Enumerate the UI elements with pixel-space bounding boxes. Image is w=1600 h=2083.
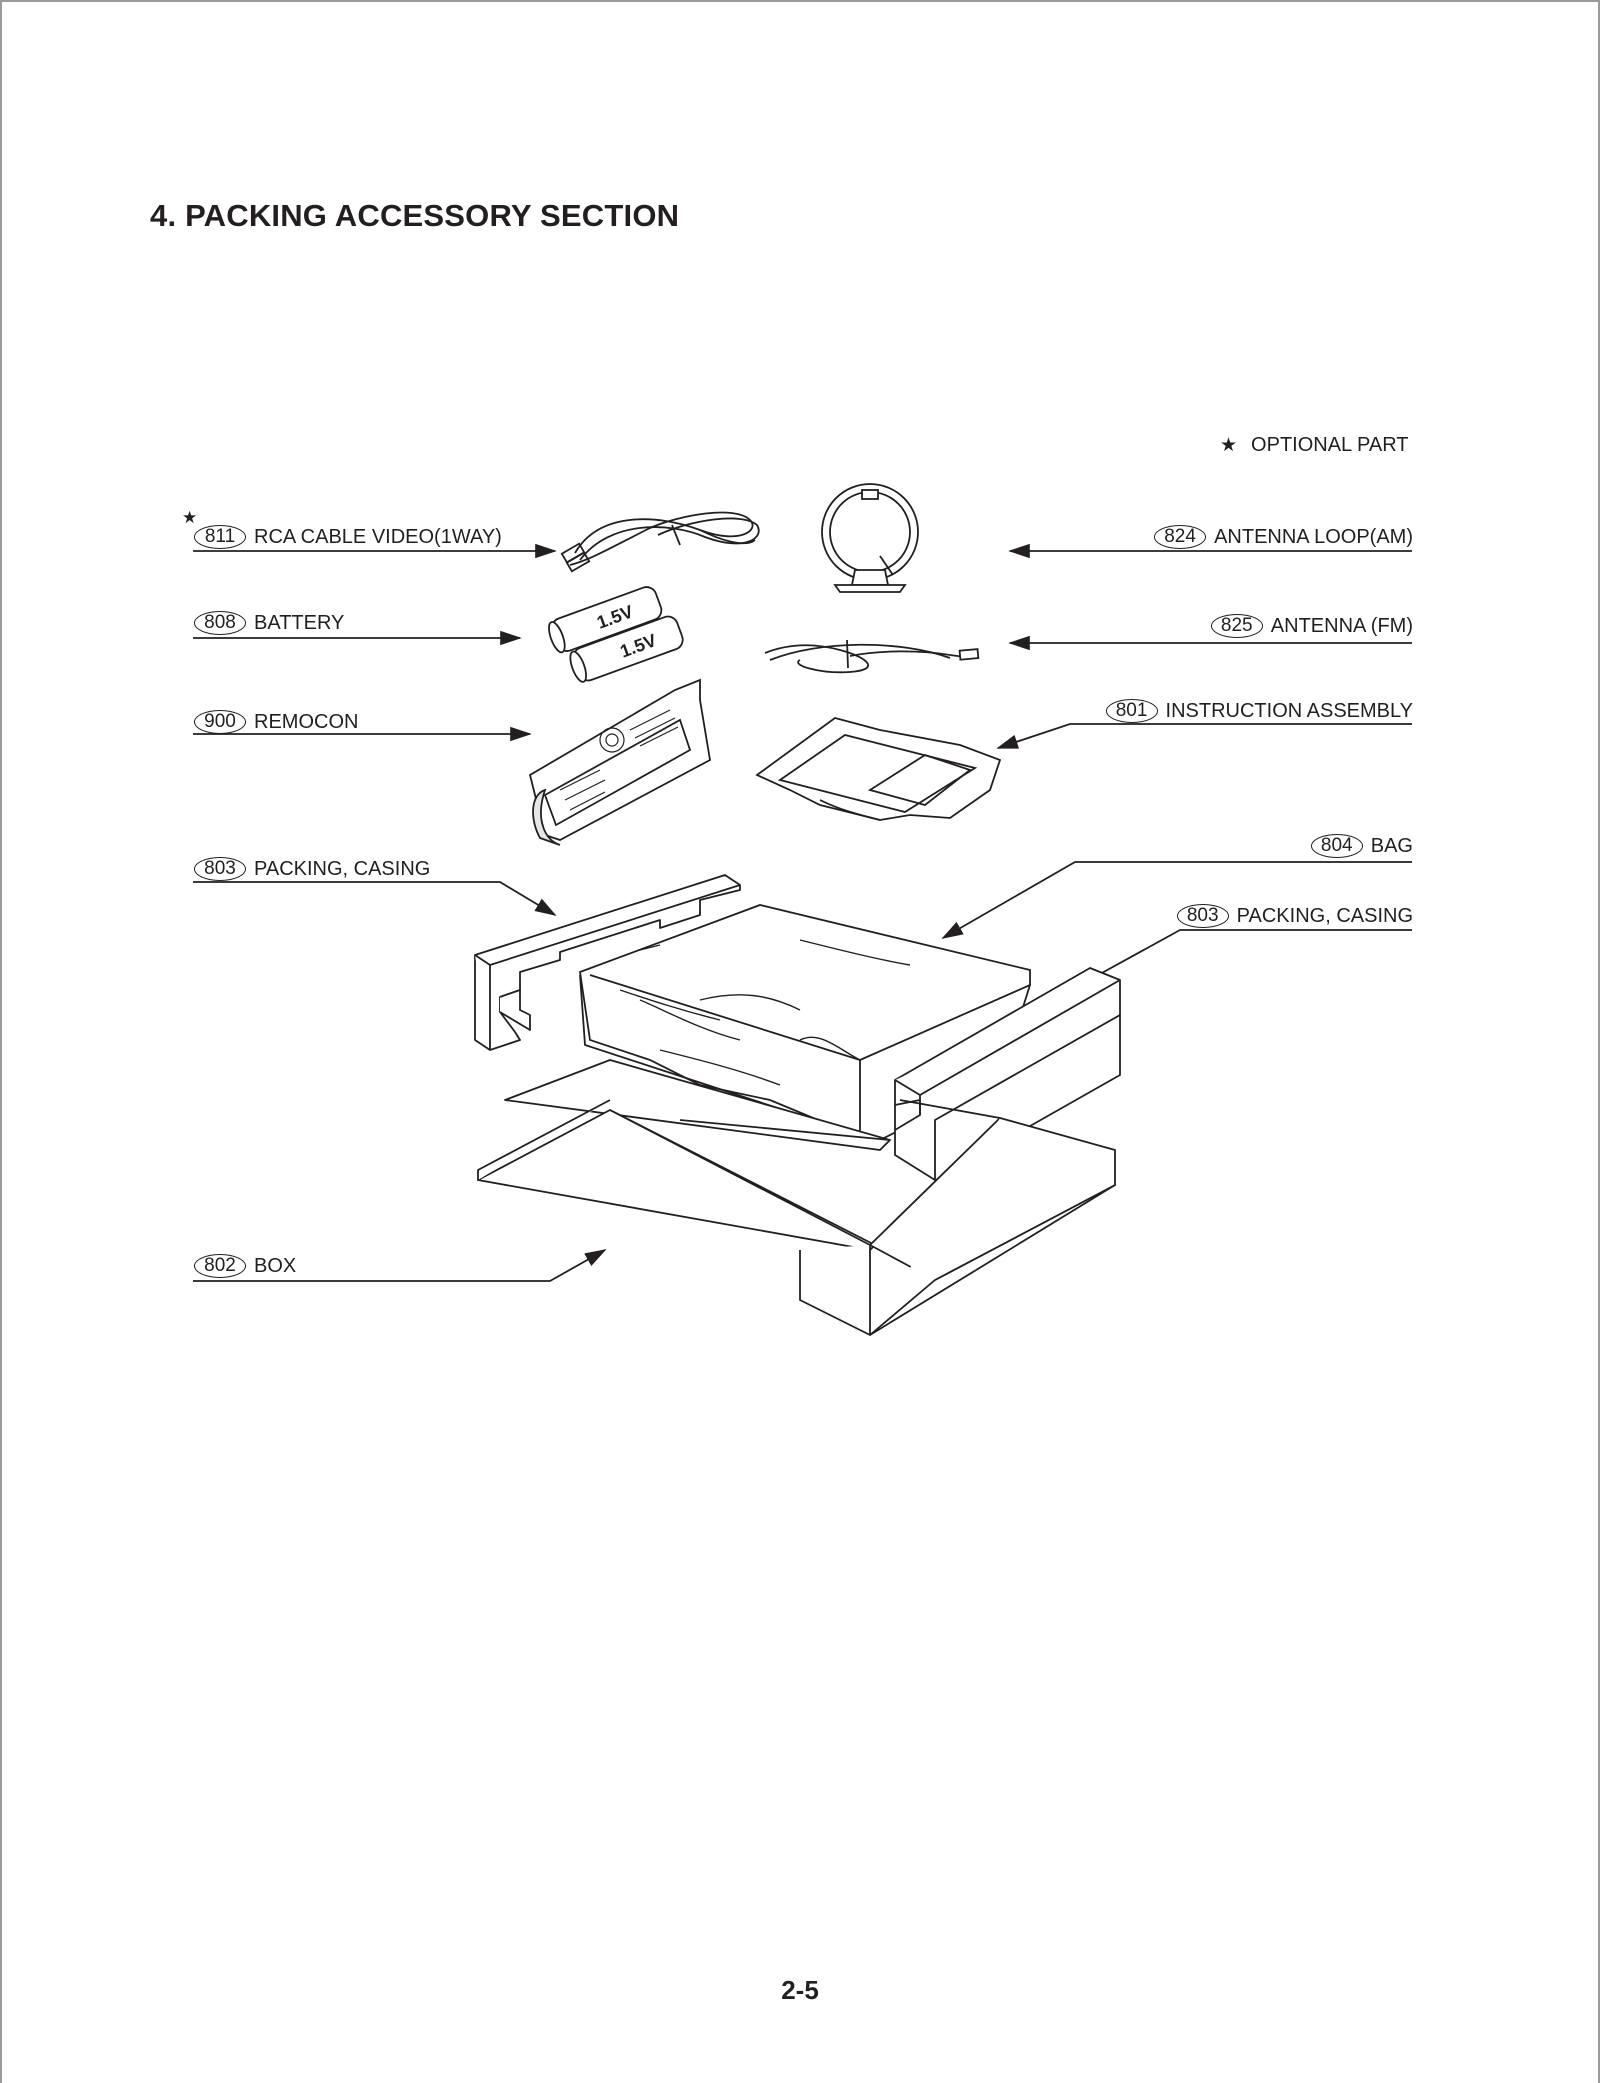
part-number: 803	[194, 857, 246, 881]
part-name: PACKING, CASING	[1236, 905, 1413, 927]
optional-part-text: OPTIONAL PART	[1251, 434, 1409, 456]
leader-bag	[941, 861, 1412, 939]
part-name: REMOCON	[254, 711, 359, 733]
leader-instruction	[996, 723, 1412, 749]
star-icon: ★	[1220, 435, 1238, 456]
part-name: BOX	[254, 1255, 297, 1277]
battery-drawing: 1.5V 1.5V	[548, 586, 684, 683]
packing-casing-left-drawing	[474, 874, 741, 1051]
part-number: 801	[1105, 699, 1158, 723]
remote-control-drawing	[528, 678, 711, 846]
page-border-top	[0, 0, 1600, 2]
part-name: PACKING, CASING	[254, 858, 431, 880]
part-number: 802	[194, 1254, 246, 1278]
instruction-assembly-drawing	[755, 717, 1002, 821]
leader-casing-left	[193, 881, 557, 916]
part-number: 804	[1310, 834, 1363, 858]
part-name: ANTENNA (FM)	[1270, 615, 1413, 637]
optional-star-icon: ★	[182, 508, 198, 527]
optional-part-legend: ★ OPTIONAL PART	[1220, 434, 1409, 457]
label-rca-cable: 811 RCA CABLE VIDEO(1WAY)	[194, 525, 502, 549]
label-antenna-fm: 825 ANTENNA (FM)	[1210, 614, 1413, 638]
rca-cable-drawing	[560, 511, 760, 573]
antenna-fm-drawing	[764, 639, 980, 674]
page-number: 2-5	[781, 1975, 819, 2005]
page-border-right	[1598, 0, 1600, 2083]
label-casing-right: 803 PACKING, CASING	[1176, 904, 1413, 928]
part-name: INSTRUCTION ASSEMBLY	[1165, 700, 1413, 722]
part-name: ANTENNA LOOP(AM)	[1214, 526, 1413, 548]
part-name: BAG	[1370, 835, 1413, 857]
part-number: 803	[1176, 904, 1229, 928]
part-name: RCA CABLE VIDEO(1WAY)	[254, 526, 502, 548]
part-number: 808	[194, 611, 246, 635]
part-number: 825	[1210, 614, 1263, 638]
label-instruction: 801 INSTRUCTION ASSEMBLY	[1105, 699, 1413, 723]
leader-casing-right	[1078, 929, 1412, 986]
part-name: BATTERY	[254, 612, 345, 634]
packing-casing-right-drawing	[894, 967, 1121, 1181]
antenna-loop-drawing	[821, 483, 919, 593]
label-box: 802 BOX	[194, 1254, 296, 1278]
box-drawing	[477, 1059, 1116, 1336]
part-number: 811	[194, 525, 246, 549]
label-casing-left: 803 PACKING, CASING	[194, 857, 430, 881]
part-number: 824	[1154, 525, 1207, 549]
leader-box	[193, 1249, 607, 1282]
page-border-left	[0, 0, 2, 2083]
label-bag: 804 BAG	[1310, 834, 1413, 858]
section-title: 4. PACKING ACCESSORY SECTION	[150, 198, 680, 233]
label-battery: 808 BATTERY	[194, 611, 344, 635]
label-remocon: 900 REMOCON	[194, 710, 358, 734]
label-antenna-loop: 824 ANTENNA LOOP(AM)	[1154, 525, 1413, 549]
